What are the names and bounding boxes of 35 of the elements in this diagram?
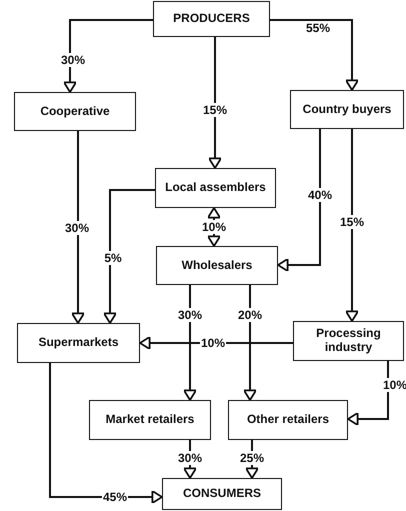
edge-label: 55% [304, 21, 332, 35]
flow-box: Country buyers [290, 90, 404, 129]
flow-arrow [270, 19, 359, 91]
flow-arrow [103, 189, 155, 324]
flow-arrow [208, 37, 222, 169]
flow-box: Supermarkets [17, 323, 140, 363]
edge-label: 25% [238, 451, 266, 465]
flow-arrow [277, 129, 321, 272]
flow-box: PRODUCERS [153, 1, 270, 37]
flow-arrow [347, 361, 389, 426]
flow-arrow [183, 285, 197, 401]
edge-label: 10% [200, 220, 228, 234]
flow-arrow [243, 285, 257, 401]
edge-label: 40% [306, 188, 334, 202]
flow-box: Market retailers [89, 400, 211, 440]
edge-label: 45% [102, 490, 128, 504]
flow-box: CONSUMERS [162, 478, 282, 510]
edge-label: 30% [60, 53, 86, 67]
edge-label: 30% [176, 308, 204, 322]
flow-box: Other retailers [228, 400, 348, 440]
edge-label: 15% [202, 103, 228, 117]
edge-label: 10% [200, 336, 226, 350]
flow-arrow [63, 19, 153, 93]
edge-label: 15% [338, 215, 366, 229]
edge-label: 30% [64, 221, 90, 235]
flow-arrow [49, 363, 163, 504]
flow-arrow [71, 131, 85, 324]
edge-label: 30% [176, 451, 204, 465]
edge-label: 20% [236, 308, 264, 322]
flow-box: Wholesalers [156, 246, 278, 285]
flow-box: Local assemblers [155, 168, 276, 208]
flow-arrow [345, 129, 359, 322]
flow-box: Processing industry [293, 321, 404, 361]
edge-label: 5% [103, 251, 123, 265]
flow-box: Cooperative [14, 92, 136, 131]
